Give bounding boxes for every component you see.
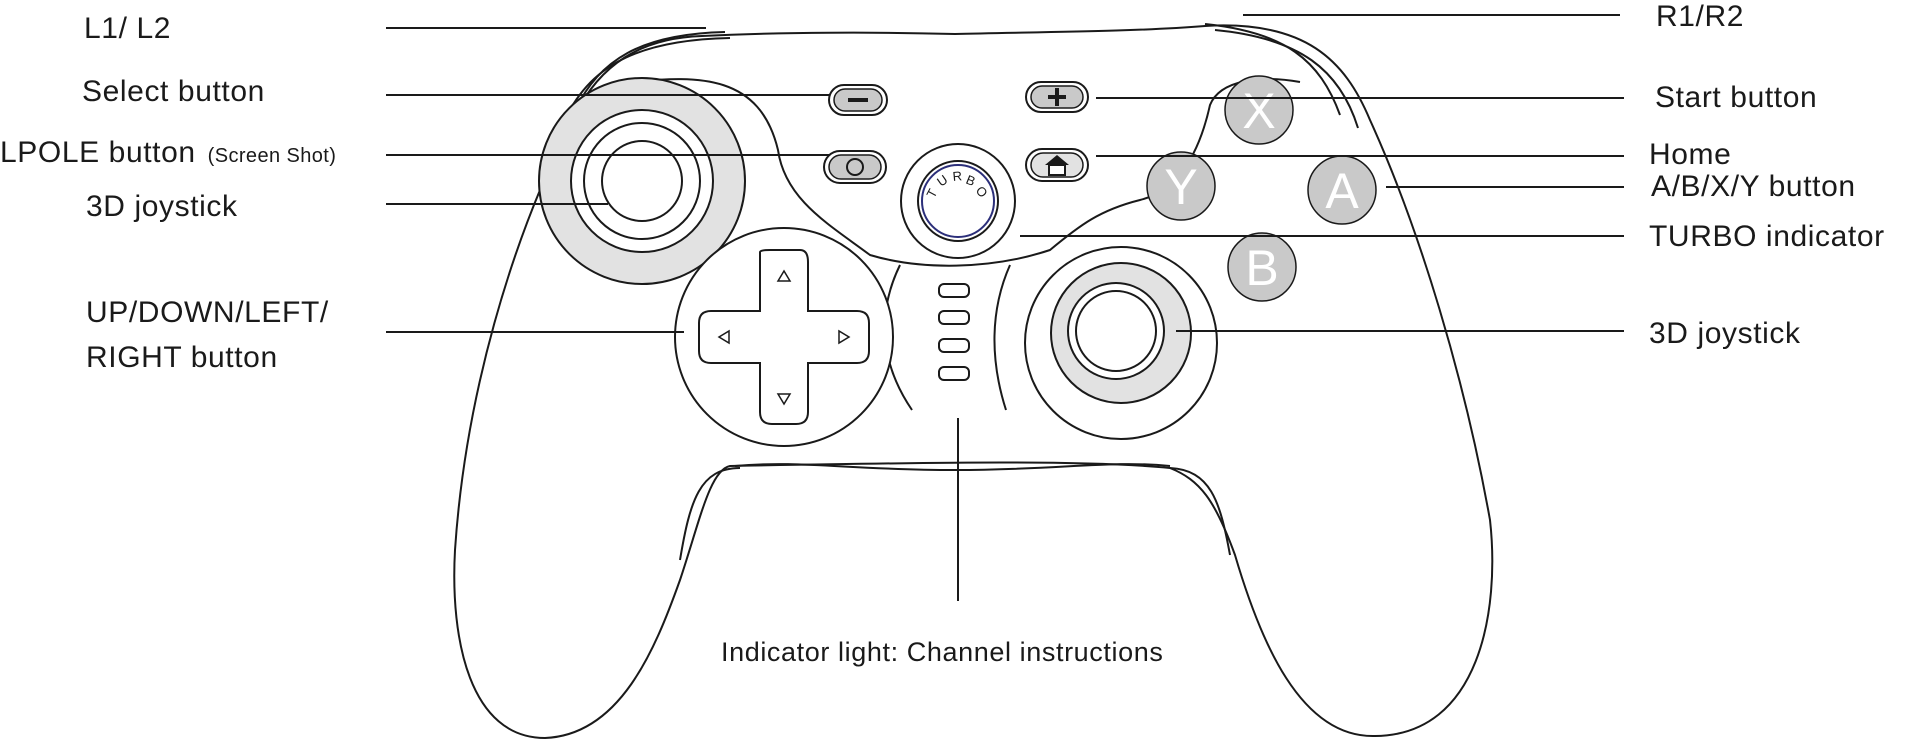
face-button-x[interactable]: X [1224,75,1294,145]
face-button-x-label: X [1242,83,1275,139]
triangle-right-icon [838,329,851,345]
plus-icon [1048,88,1066,106]
triangle-down-icon [776,393,792,406]
face-button-y-label: Y [1164,159,1197,215]
label-turbo-indicator: TURBO indicator [1649,220,1885,253]
face-button-a[interactable]: A [1307,155,1377,225]
label-dpad-line1: UP/DOWN/LEFT/ [86,296,329,329]
face-button-b[interactable]: B [1227,232,1297,302]
leader-lines [386,14,1624,601]
select-button[interactable] [828,84,888,116]
label-r1-r2: R1/R2 [1656,0,1744,33]
label-abxy: A/B/X/Y button [1651,170,1856,203]
turbo-button[interactable]: T U R B O [900,143,1016,259]
circle-icon [846,158,864,176]
label-lpole-sub: (Screen Shot) [208,145,337,167]
label-dpad-line2: RIGHT button [86,341,278,374]
face-button-a-label: A [1325,163,1359,219]
label-l1-l2: L1/ L2 [84,12,171,45]
minus-icon [848,98,868,102]
left-joystick[interactable] [538,77,746,285]
label-joystick-right: 3D joystick [1649,317,1801,350]
start-button[interactable] [1025,81,1089,113]
label-home: Home [1649,138,1731,171]
face-button-b-label: B [1245,240,1278,296]
controller-body [453,23,1494,740]
home-icon [1045,155,1069,176]
triangle-up-icon [776,269,792,282]
right-joystick[interactable] [1024,246,1218,440]
turbo-letter: R [952,168,963,184]
label-joystick-left: 3D joystick [86,190,238,223]
label-lpole-main: LPOLE button [0,136,196,169]
label-indicator-light: Indicator light: Channel instructions [721,637,1163,667]
indicator-lights [938,283,970,381]
lpole-button[interactable] [823,150,887,184]
label-select: Select button [82,75,265,108]
dpad[interactable] [674,227,894,447]
label-lpole: LPOLE button (Screen Shot) [0,136,336,169]
triangle-left-icon [717,329,730,345]
home-button[interactable] [1025,148,1089,182]
callout-labels: L1/ L2 Select button LPOLE button (Scree… [0,0,1885,667]
label-start: Start button [1655,81,1817,114]
face-button-y[interactable]: Y [1146,151,1216,221]
